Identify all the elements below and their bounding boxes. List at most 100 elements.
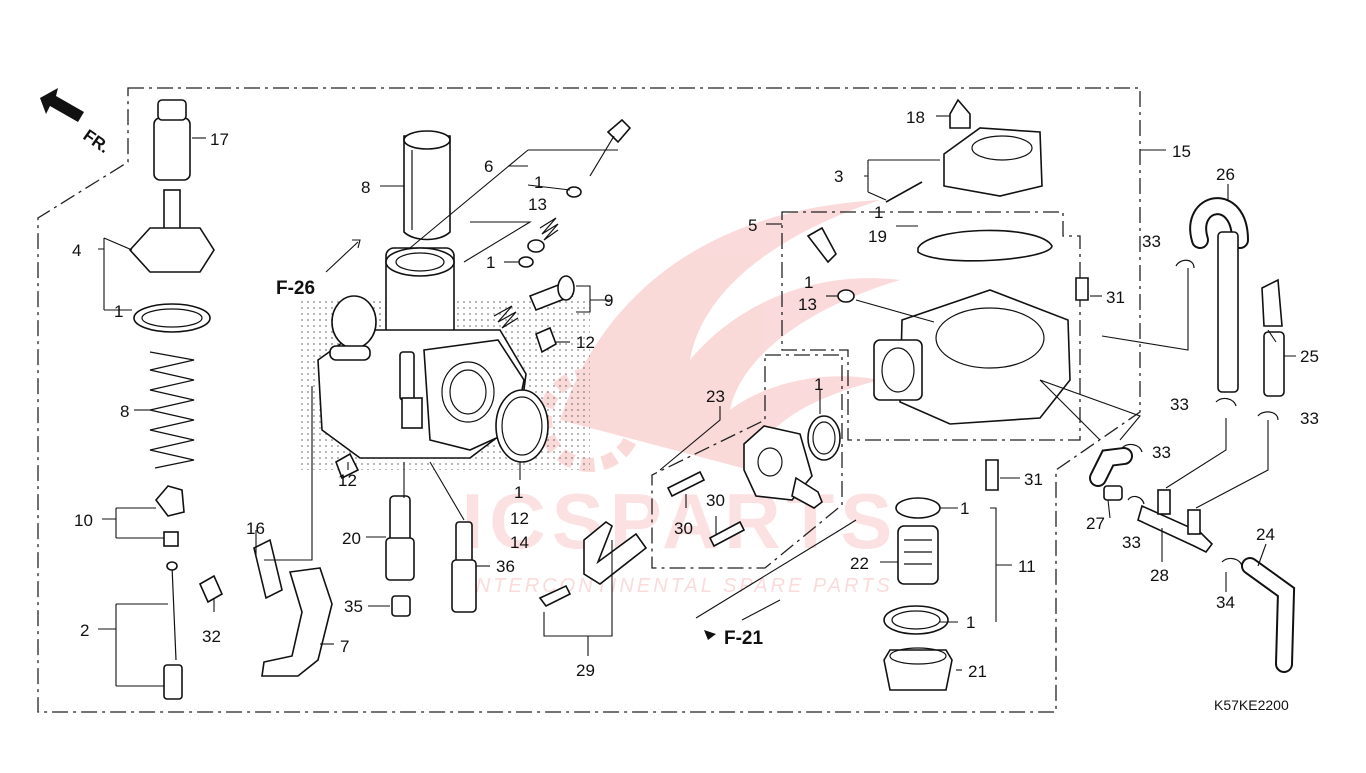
part-9-throttle-screw: [493, 275, 575, 329]
part-23-sensor-body: [743, 425, 823, 509]
callout-9: 9: [604, 291, 613, 310]
part-27-hose: [1089, 447, 1133, 501]
part-3-pin: [885, 181, 923, 203]
sensor-subassembly-boundary: [651, 354, 843, 569]
part-30-screw-b: [708, 520, 746, 548]
part-8-sleeve: [403, 130, 451, 241]
callout-2: 2: [80, 621, 89, 640]
callout-6: 6: [484, 157, 493, 176]
part-6-pilot-screw: [589, 118, 632, 177]
part-1-washer-c: [518, 256, 534, 268]
callout-1: 1: [534, 173, 543, 192]
part-32-screw: [198, 574, 224, 604]
right-leaders: [766, 115, 1189, 671]
callout-24: 24: [1256, 525, 1275, 544]
part-36-float-valve: [451, 521, 477, 613]
callout-35: 35: [344, 597, 363, 616]
callout-5: 5: [748, 216, 757, 235]
left-column-leaders: [98, 137, 206, 687]
callout-33: 33: [1122, 533, 1141, 552]
watermark: [538, 200, 900, 472]
reference-f21: F-21: [704, 628, 764, 649]
callout-31: 31: [1106, 288, 1125, 307]
callout-3: 3: [834, 167, 843, 186]
callout-36: 36: [496, 557, 515, 576]
callout-8: 8: [361, 178, 370, 197]
callout-16: 16: [246, 519, 265, 538]
part-16-bracket: [253, 538, 283, 600]
ref-f26-label: F-26: [276, 278, 315, 299]
callout-20: 20: [342, 529, 361, 548]
part-10-needle-clip: [154, 485, 185, 547]
callout-30: 30: [674, 519, 693, 538]
callout-12: 12: [510, 509, 529, 528]
part-21-drain-cap: [883, 647, 953, 691]
callout-13: 13: [528, 195, 547, 214]
callout-33: 33: [1142, 232, 1161, 251]
callout-1: 1: [486, 253, 495, 272]
callout-22: 22: [850, 554, 869, 573]
diagram-code: K57KE2200: [1214, 697, 1289, 713]
watermark-wing-logo: [560, 200, 900, 470]
part-3-cap: [943, 127, 1043, 197]
part-25-hose: [1261, 278, 1285, 397]
callout-31: 31: [1024, 470, 1043, 489]
assembly-boundary: [37, 87, 1141, 713]
callout-8: 8: [120, 402, 129, 421]
callout-10: 10: [74, 511, 93, 530]
part-19-gasket: [917, 229, 1053, 262]
watermark-tagline: INTERCONTINENTAL SPARE PARTS: [467, 575, 893, 597]
part-17-cap: [153, 99, 191, 181]
callout-28: 28: [1150, 566, 1169, 585]
callout-21: 21: [968, 662, 987, 681]
part-12-nut-a: [535, 326, 557, 354]
forward-arrow-icon: [40, 88, 84, 122]
callout-15: 15: [1172, 142, 1191, 161]
callout-32: 32: [202, 627, 221, 646]
part-28-t-joint: [1137, 489, 1214, 554]
part-1-gasket-round: [495, 389, 549, 463]
part-24-hose: [1241, 557, 1296, 673]
body-leaders: [213, 149, 618, 645]
part-30-screw-a: [666, 470, 706, 498]
part-2-jet-needle: [163, 561, 183, 700]
center-leaders: [543, 390, 857, 656]
callout-7: 7: [340, 637, 349, 656]
callout-33: 33: [1170, 395, 1189, 414]
callout-33: 33: [1152, 443, 1171, 462]
part-18-fitting: [949, 98, 971, 129]
part-1-washer-b: [527, 239, 545, 253]
throttle-body: [873, 289, 1071, 425]
part-1-gasket-bottom: [883, 605, 949, 635]
callout-1: 1: [804, 273, 813, 292]
ref-f21-label: F-21: [724, 628, 764, 649]
callout-33: 33: [1300, 409, 1319, 428]
callout-14: 14: [510, 533, 529, 552]
part-1-washer-a: [566, 186, 582, 198]
callout-1: 1: [966, 613, 975, 632]
callout-4: 4: [72, 241, 81, 260]
carburetor-main-body: [300, 247, 590, 470]
part-7-lever: [261, 567, 333, 677]
callout-29: 29: [576, 661, 595, 680]
part-13-spring-a: [539, 217, 559, 241]
callout-11: 11: [1018, 557, 1036, 576]
body-subassembly-boundary: [781, 211, 1081, 441]
callout-19: 19: [868, 227, 887, 246]
callout-13: 13: [798, 295, 817, 314]
callout-1: 1: [960, 499, 969, 518]
callout-labels: 17 4 1 8 10 2 8 6 1 13 1 9 12 12 20 35 1…: [72, 108, 1319, 681]
part-1-o-ring: [133, 303, 211, 333]
callout-27: 27: [1086, 514, 1105, 533]
part-20-main-jet: [385, 495, 415, 581]
callout-1: 1: [114, 302, 123, 321]
ref-f21-arrow-icon: [704, 630, 716, 640]
ref-f26-arrow-icon: [325, 239, 361, 273]
callout-17: 17: [210, 130, 229, 149]
part-26-hose: [1189, 197, 1249, 393]
part-31-bolt-a: [1075, 277, 1089, 301]
part-22-filter: [897, 525, 939, 585]
part-8-spring: [149, 351, 195, 469]
